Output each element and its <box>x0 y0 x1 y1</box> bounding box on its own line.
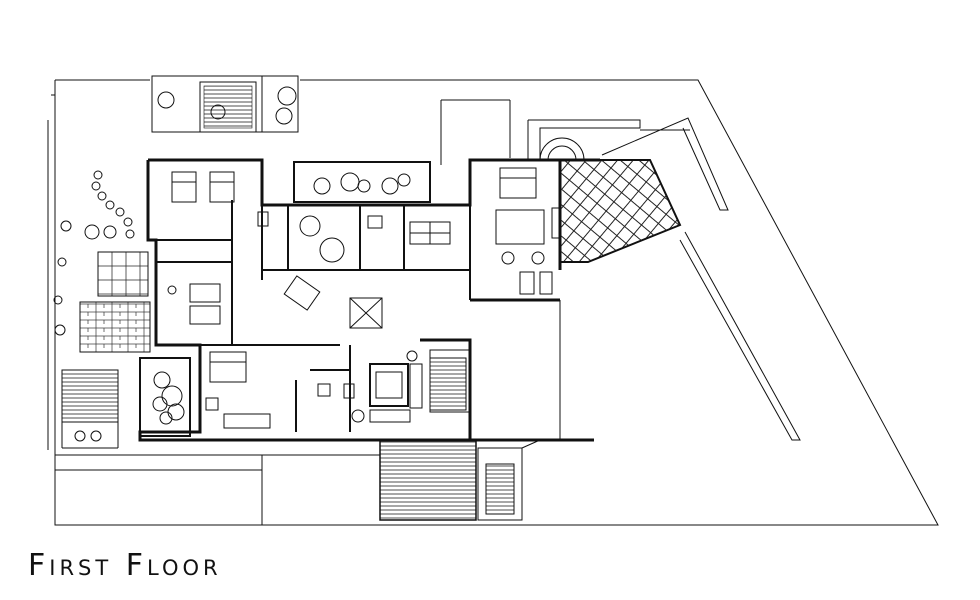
main-staircase <box>429 349 471 413</box>
planter-stair-top <box>157 86 297 125</box>
interior-walls <box>148 200 471 432</box>
terrace-outline <box>440 99 801 441</box>
bedroom-southwest <box>205 351 271 429</box>
entrance-steps <box>379 300 561 521</box>
pergola-terrace <box>539 137 682 263</box>
living-room <box>283 275 423 423</box>
bedroom-northwest <box>171 171 235 203</box>
planter-west <box>139 357 191 437</box>
garden-west <box>53 170 151 449</box>
bedroom-west <box>167 283 221 325</box>
drawing-title: First Floor <box>28 548 222 583</box>
planter-north <box>293 161 431 203</box>
bedroom-east <box>495 167 561 295</box>
bathrooms <box>257 211 451 423</box>
north-stair-block <box>151 75 299 133</box>
site-boundary <box>47 79 939 526</box>
